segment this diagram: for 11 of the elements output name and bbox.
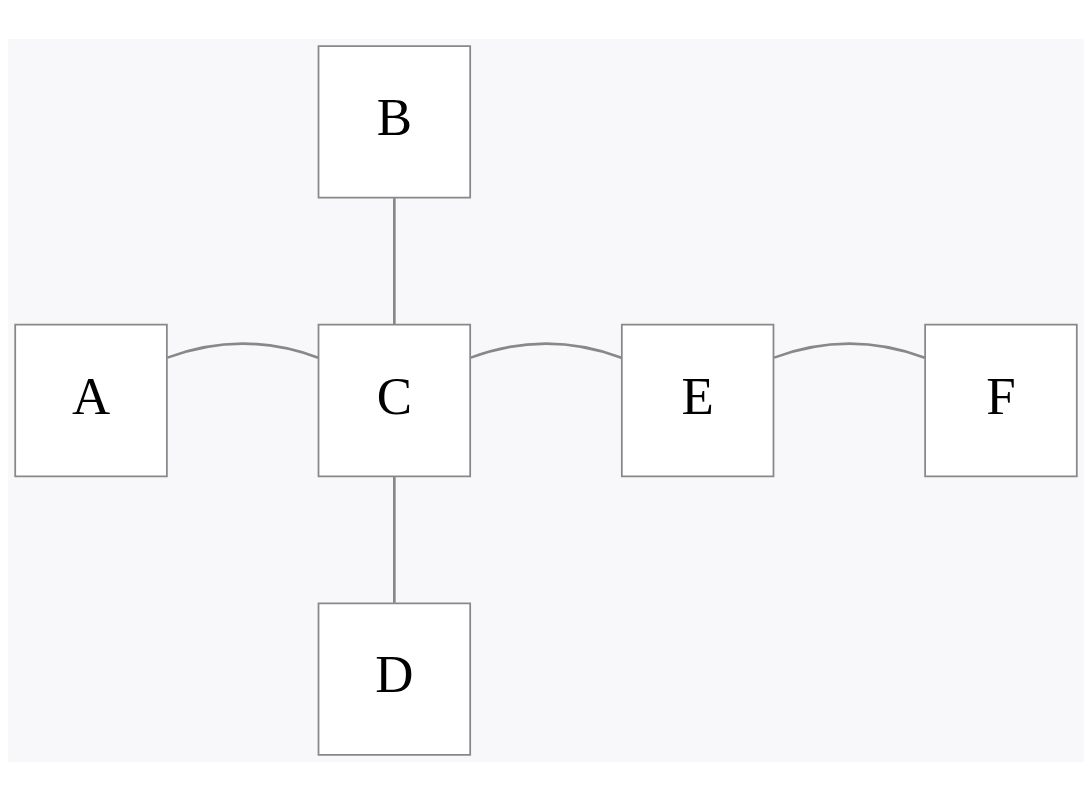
node-box: C xyxy=(317,323,472,477)
node-box: B xyxy=(317,44,472,199)
connector xyxy=(773,341,926,359)
connector xyxy=(167,341,319,359)
node-box: F xyxy=(924,323,1078,477)
node-box: D xyxy=(317,601,472,756)
node-box: A xyxy=(14,323,168,477)
connector xyxy=(393,476,396,603)
connector xyxy=(470,341,622,359)
connector xyxy=(393,197,396,324)
node-box: E xyxy=(620,323,775,477)
